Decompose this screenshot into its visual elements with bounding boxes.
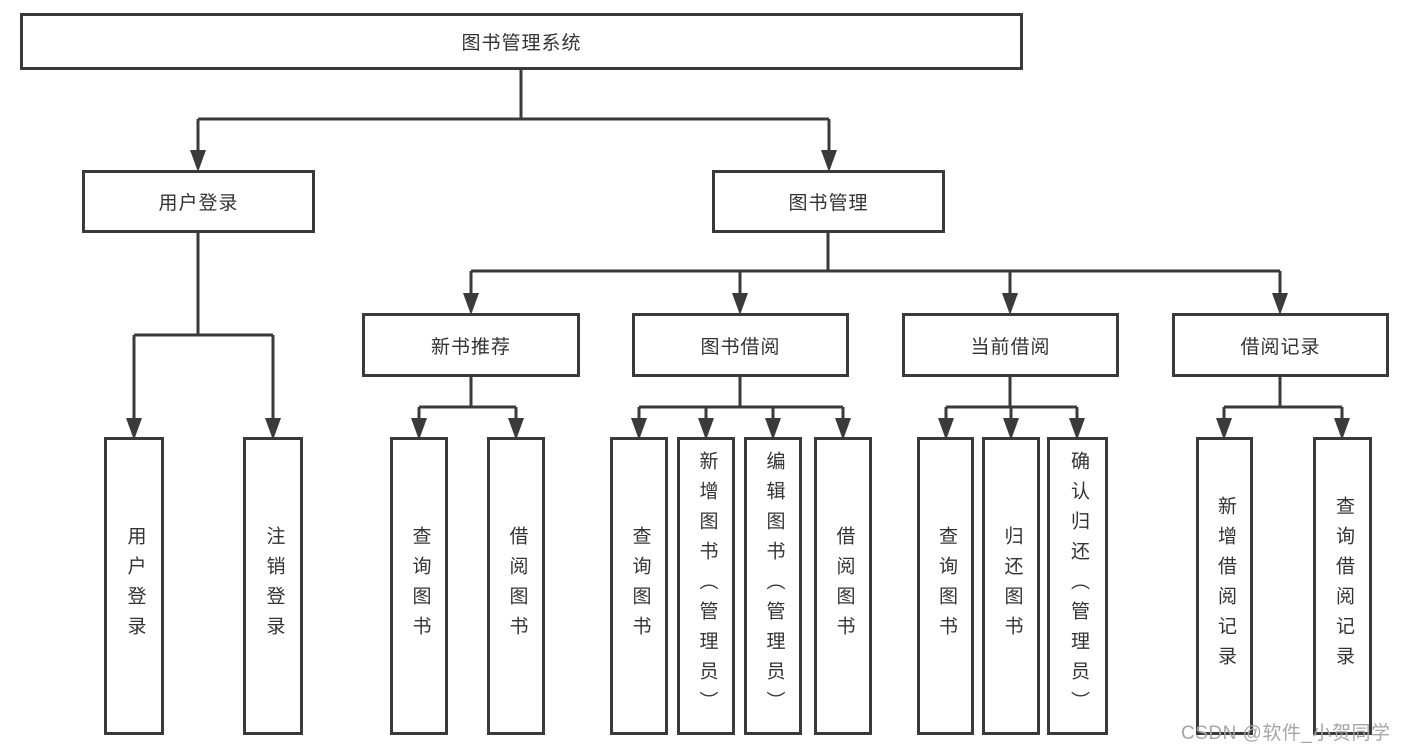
node-label: 用户登录 xyxy=(124,526,146,646)
node-label: 新书推荐 xyxy=(430,336,511,358)
leaf-nb-query-book: 查询图书 xyxy=(390,437,448,735)
leaf-br-query-record: 查询借阅记录 xyxy=(1313,437,1372,735)
leaf-logout: 注销登录 xyxy=(243,437,303,735)
node-label: 借阅图书 xyxy=(506,526,528,646)
leaf-bb-borrow-book: 借阅图书 xyxy=(814,437,872,735)
node-label: 注销登录 xyxy=(263,526,285,646)
leaf-cb-confirm-return-admin: 确认归还（管理员） xyxy=(1047,437,1108,735)
node-label: 借阅记录 xyxy=(1240,336,1321,358)
node-label: 借阅图书 xyxy=(833,526,855,646)
node-label: 编辑图书（管理员） xyxy=(763,451,785,721)
node-label: 新增图书（管理员） xyxy=(696,451,718,721)
leaf-user-login: 用户登录 xyxy=(104,437,164,735)
leaf-bb-add-book-admin: 新增图书（管理员） xyxy=(677,437,735,735)
node-label: 查询图书 xyxy=(629,526,651,646)
node-user-login: 用户登录 xyxy=(82,170,315,233)
node-current-borrow: 当前借阅 xyxy=(902,313,1119,377)
node-label: 图书管理 xyxy=(788,193,869,214)
node-label: 图书借阅 xyxy=(700,336,781,358)
node-root-system: 图书管理系统 xyxy=(20,13,1023,70)
leaf-cb-query-book: 查询图书 xyxy=(917,437,974,735)
node-borrow-record: 借阅记录 xyxy=(1172,313,1389,377)
node-label: 查询图书 xyxy=(935,526,957,646)
node-book-borrow: 图书借阅 xyxy=(632,313,849,377)
node-label: 当前借阅 xyxy=(970,336,1051,358)
node-label: 图书管理系统 xyxy=(461,33,582,54)
csdn-watermark: CSDN @软件_小贺同学 xyxy=(1181,723,1391,744)
leaf-cb-return-book: 归还图书 xyxy=(982,437,1040,735)
leaf-br-add-record: 新增借阅记录 xyxy=(1196,437,1253,735)
node-label: 查询图书 xyxy=(409,526,431,646)
node-label: 用户登录 xyxy=(158,193,239,214)
leaf-bb-edit-book-admin: 编辑图书（管理员） xyxy=(744,437,802,735)
arrowheads xyxy=(126,150,1350,440)
leaf-nb-borrow-book: 借阅图书 xyxy=(487,437,545,735)
node-label: 查询借阅记录 xyxy=(1332,496,1354,676)
node-label: 确认归还（管理员） xyxy=(1067,451,1089,721)
node-new-book-recommend: 新书推荐 xyxy=(362,313,580,377)
node-label: 新增借阅记录 xyxy=(1214,496,1236,676)
node-label: 归还图书 xyxy=(1001,526,1023,646)
node-book-management: 图书管理 xyxy=(712,170,945,233)
leaf-bb-query-book: 查询图书 xyxy=(610,437,668,735)
